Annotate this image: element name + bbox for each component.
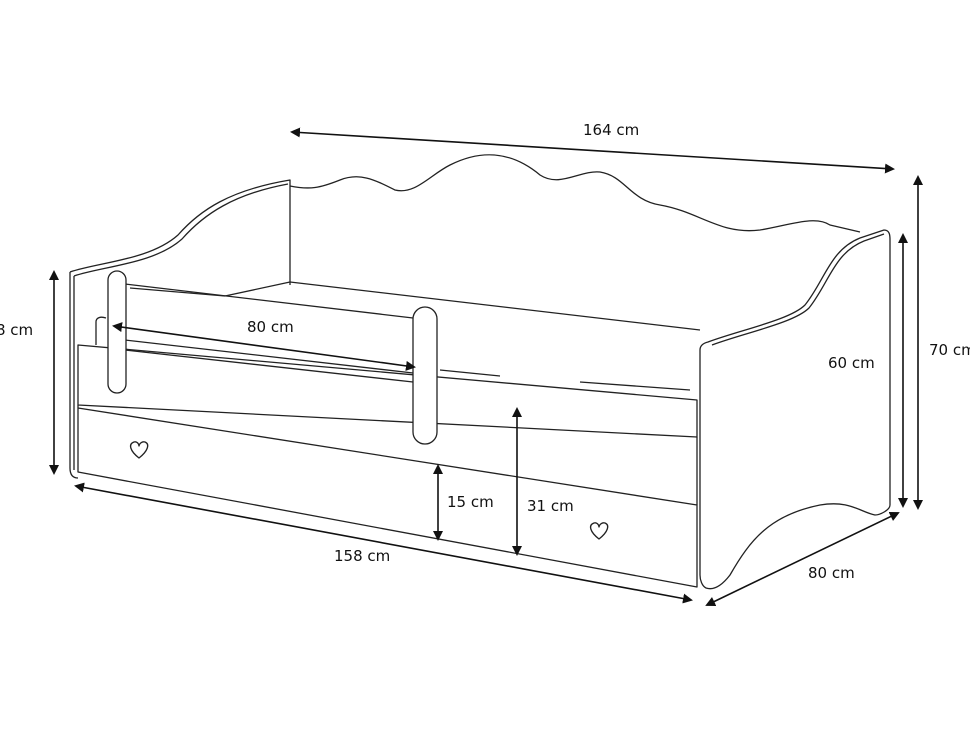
right-side-panel xyxy=(699,229,891,590)
guard-rail-post-right xyxy=(412,306,438,445)
label-side-panel-height: 60 cm xyxy=(828,354,875,372)
label-depth: 80 cm xyxy=(808,564,855,582)
heart-icon xyxy=(589,522,609,540)
label-base-length: 158 cm xyxy=(334,547,391,565)
label-guard-rail-length: 80 cm xyxy=(247,318,294,336)
dim-arrow-164 xyxy=(290,127,895,174)
heart-icon xyxy=(129,441,149,459)
dim-arrow-guard-rail xyxy=(112,322,416,371)
label-overall-length: 164 cm xyxy=(583,121,640,139)
dim-arrow-158 xyxy=(74,482,693,604)
label-overall-height: 70 cm xyxy=(929,341,970,359)
left-headboard xyxy=(69,179,291,285)
backrest-outline xyxy=(289,154,861,233)
label-front-height: 8 cm xyxy=(0,321,34,339)
drawer xyxy=(77,407,698,588)
guard-rail-post-left xyxy=(107,270,127,394)
label-floor-to-frame: 31 cm xyxy=(527,497,574,515)
label-drawer-height: 15 cm xyxy=(447,493,494,511)
dim-arrow-depth xyxy=(705,511,900,607)
